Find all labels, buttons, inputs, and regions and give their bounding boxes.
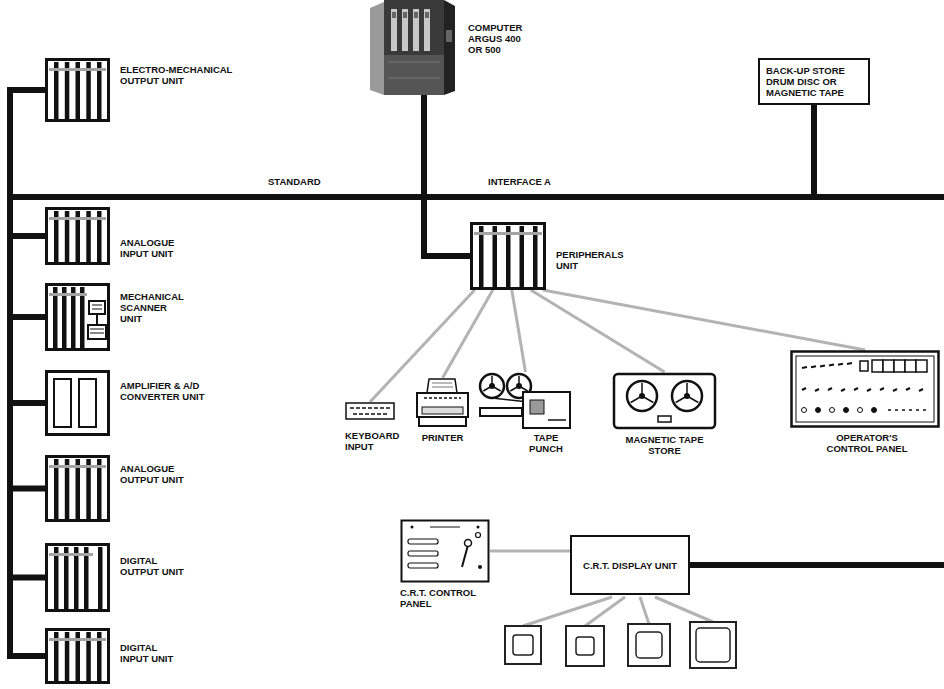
interface-bus-line <box>10 95 424 578</box>
unit-label: COMPUTER ARGUS 400 OR 500 <box>468 22 530 55</box>
peripheral-link <box>543 290 865 350</box>
interface-bus-line <box>10 95 424 656</box>
unit-label: DIGITAL INPUT UNIT <box>120 642 187 664</box>
unit-label: DIGITAL OUTPUT UNIT <box>120 555 187 577</box>
unit-label: ANALOGUE OUTPUT UNIT <box>120 463 187 485</box>
unit-label: KEYBOARD INPUT <box>345 430 409 452</box>
converter-unit: AMPLIFIER & A/D CONVERTER UNIT <box>45 370 110 436</box>
crt-control-panel-icon <box>400 519 490 583</box>
scanner-unit-icon <box>45 283 110 351</box>
rack-unit-icon <box>45 58 110 122</box>
display-box: C.R.T. DISPLAY UNIT <box>570 535 690 595</box>
peripheral-link <box>443 290 493 378</box>
control-panel-icon <box>790 350 940 428</box>
unit-label: AMPLIFIER & A/D CONVERTER UNIT <box>120 380 212 402</box>
keyboard-device-icon <box>345 402 395 420</box>
rack-unit-icon <box>470 222 546 290</box>
unit-label: OPERATOR'S CONTROL PANEL <box>818 432 916 454</box>
peripheral-link <box>512 290 526 372</box>
crt-control-panel: C.R.T. CONTROL PANEL <box>400 519 490 583</box>
unit-label: PRINTER <box>412 432 473 443</box>
interface-bus-line <box>10 95 424 489</box>
rack-unit: DIGITAL OUTPUT UNIT <box>45 543 110 612</box>
tape-deck-icon <box>612 372 717 430</box>
interface-bus-line <box>424 95 814 197</box>
control-panel: OPERATOR'S CONTROL PANEL <box>790 350 940 428</box>
rack-unit: ANALOGUE INPUT UNIT <box>45 207 110 265</box>
rack-unit: PERIPHERALS UNIT <box>470 222 546 290</box>
box-text-group: BACK-UP STORE DRUM DISC OR MAGNETIC TAPE <box>766 65 862 98</box>
tape-deck: MAGNETIC TAPE STORE <box>612 372 717 430</box>
keyboard-device: KEYBOARD INPUT <box>345 402 395 420</box>
unit-label: PERIPHERALS UNIT <box>556 249 630 271</box>
computer-cabinet: COMPUTER ARGUS 400 OR 500 <box>370 0 455 95</box>
unit-label: ANALOGUE INPUT UNIT <box>120 237 187 259</box>
unit-label: MAGNETIC TAPE STORE <box>612 434 717 456</box>
rack-unit-icon <box>45 628 110 684</box>
rack-unit-icon <box>45 207 110 265</box>
store-box: BACK-UP STORE DRUM DISC OR MAGNETIC TAPE <box>758 58 870 105</box>
peripheral-link <box>531 290 665 372</box>
box-text-group: C.R.T. DISPLAY UNIT <box>578 560 682 571</box>
rack-unit-icon <box>45 455 110 522</box>
unit-label: C.R.T. CONTROL PANEL <box>400 587 488 609</box>
screen-leads <box>523 597 713 626</box>
printer-device-icon <box>415 378 470 428</box>
rack-unit-icon <box>45 543 110 612</box>
unit-label: ELECTRO-MECHANICAL OUTPUT UNIT <box>120 64 240 86</box>
converter-unit-icon <box>45 370 110 436</box>
box-text: C.R.T. DISPLAY UNIT <box>578 560 682 571</box>
unit-label: TAPE PUNCH <box>520 432 572 454</box>
rack-unit: ANALOGUE OUTPUT UNIT <box>45 455 110 522</box>
peripheral-link <box>370 290 475 402</box>
tape-punch-device: TAPE PUNCH <box>478 372 573 430</box>
interface-bus-line <box>424 95 944 565</box>
scanner-unit: MECHANICAL SCANNER UNIT <box>45 283 110 351</box>
tape-punch-device-icon <box>478 372 573 430</box>
bus-label: STANDARD <box>268 176 321 187</box>
interface-bus-line <box>10 95 424 403</box>
box-text: BACK-UP STORE DRUM DISC OR MAGNETIC TAPE <box>766 65 862 98</box>
peripheral-link <box>490 550 570 553</box>
unit-label: MECHANICAL SCANNER UNIT <box>120 291 190 324</box>
rack-unit: ELECTRO-MECHANICAL OUTPUT UNIT <box>45 58 110 122</box>
interface-bus-line <box>424 95 470 256</box>
crt-screens <box>505 622 736 668</box>
rack-unit: DIGITAL INPUT UNIT <box>45 628 110 684</box>
computer-cabinet-icon <box>370 0 455 95</box>
bus-label: INTERFACE A <box>488 176 551 187</box>
printer-device: PRINTER <box>415 378 470 428</box>
